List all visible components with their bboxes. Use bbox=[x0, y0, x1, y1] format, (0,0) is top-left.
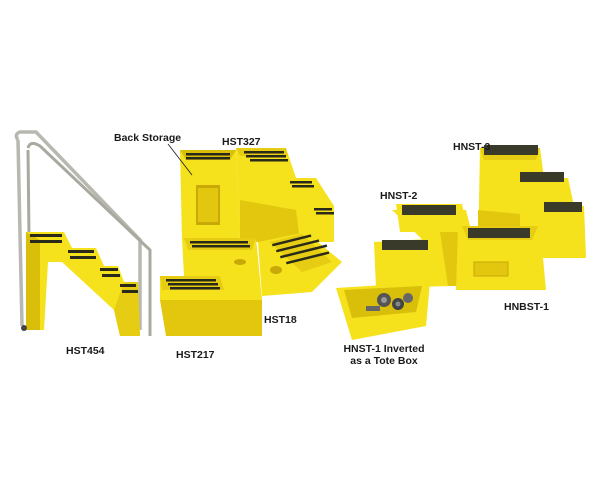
label-hnst1-inverted: HNST-1 Inverted as a Tote Box bbox=[340, 343, 428, 367]
label-hnst3: HNST-3 bbox=[453, 141, 491, 153]
label-hnbst1: HNBST-1 bbox=[504, 301, 549, 313]
label-hnst1-inverted-line2: as a Tote Box bbox=[350, 355, 418, 367]
hst217-stair bbox=[160, 238, 262, 336]
label-hst217: HST217 bbox=[176, 349, 215, 361]
label-hst327: HST327 bbox=[222, 136, 261, 148]
hnbst1-stair bbox=[456, 226, 546, 290]
label-hst18: HST18 bbox=[264, 314, 297, 326]
hst327-stair-back bbox=[180, 150, 240, 240]
hst454-stair bbox=[14, 130, 152, 336]
label-hnst2: HNST-2 bbox=[380, 190, 418, 202]
hnst1-inverted-tote bbox=[336, 282, 430, 340]
label-hst454: HST454 bbox=[66, 345, 105, 357]
label-back-storage: Back Storage bbox=[114, 132, 182, 144]
hst327-stair-front bbox=[236, 148, 334, 242]
hst18-stair bbox=[258, 232, 342, 296]
label-hnst1-inverted-line1: HNST-1 Inverted bbox=[343, 343, 425, 355]
